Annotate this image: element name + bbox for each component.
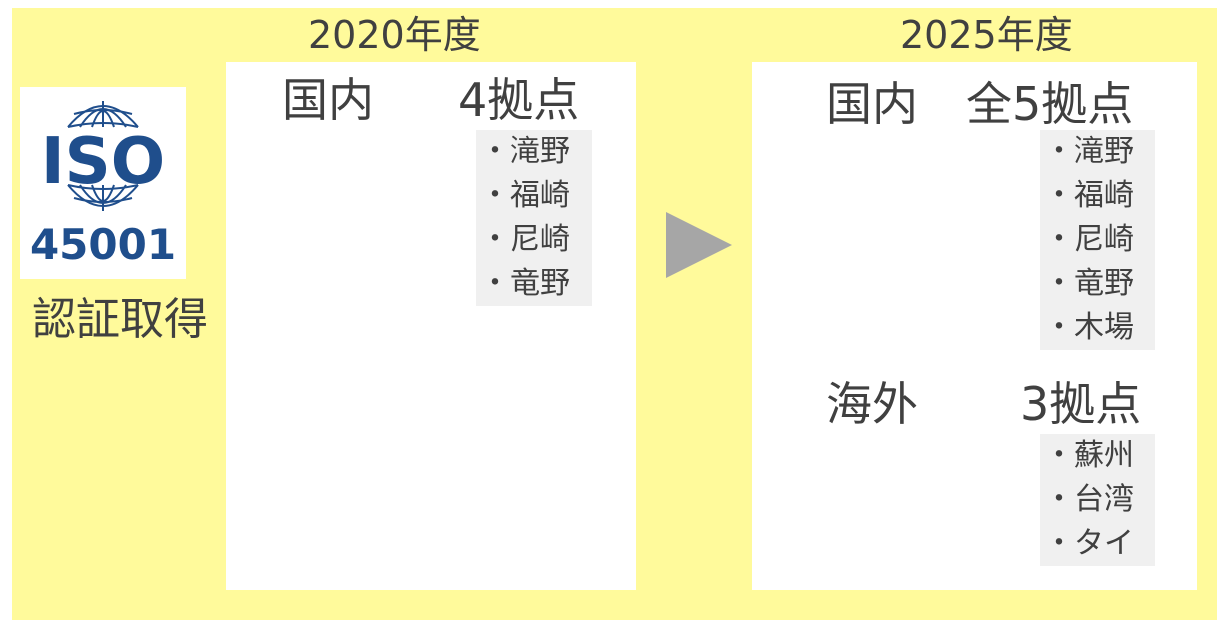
domestic-label-2025: 国内	[826, 77, 918, 131]
logo-text-iso: ISO	[41, 125, 165, 199]
list-item: ・滝野	[480, 134, 570, 169]
list-item: ・蘇州	[1044, 438, 1134, 473]
domestic-count-2025: 全5拠点	[966, 77, 1134, 131]
certification-label: 認証取得	[32, 294, 208, 345]
overseas-label-2025: 海外	[826, 377, 918, 431]
list-item: ・台湾	[1044, 482, 1134, 517]
list-item: ・尼崎	[1044, 222, 1134, 257]
list-item: ・滝野	[1044, 134, 1134, 169]
domestic-site-list-2025: ・滝野 ・福崎 ・尼崎 ・竜野 ・木場	[1040, 130, 1155, 350]
list-item: ・福崎	[480, 178, 570, 213]
right-triangle-icon	[666, 212, 732, 278]
list-item: ・竜野	[1044, 266, 1134, 301]
list-item: ・尼崎	[480, 222, 570, 257]
domestic-label-2020: 国内	[282, 73, 374, 127]
list-item: ・福崎	[1044, 178, 1134, 213]
domestic-site-list-2020: ・滝野 ・福崎 ・尼崎 ・竜野	[476, 130, 592, 306]
year-label-2020: 2020年度	[308, 13, 481, 57]
overseas-count-2025: 3拠点	[1020, 377, 1142, 431]
logo-text-45001: 45001	[30, 220, 176, 269]
domestic-count-2020: 4拠点	[458, 73, 580, 127]
list-item: ・木場	[1044, 310, 1134, 345]
iso-45001-logo: ISO 45001	[20, 87, 186, 279]
list-item: ・タイ	[1044, 526, 1134, 561]
list-item: ・竜野	[480, 266, 570, 301]
year-label-2025: 2025年度	[900, 13, 1073, 57]
overseas-site-list-2025: ・蘇州 ・台湾 ・タイ	[1040, 434, 1155, 566]
globe-icon	[67, 101, 139, 211]
